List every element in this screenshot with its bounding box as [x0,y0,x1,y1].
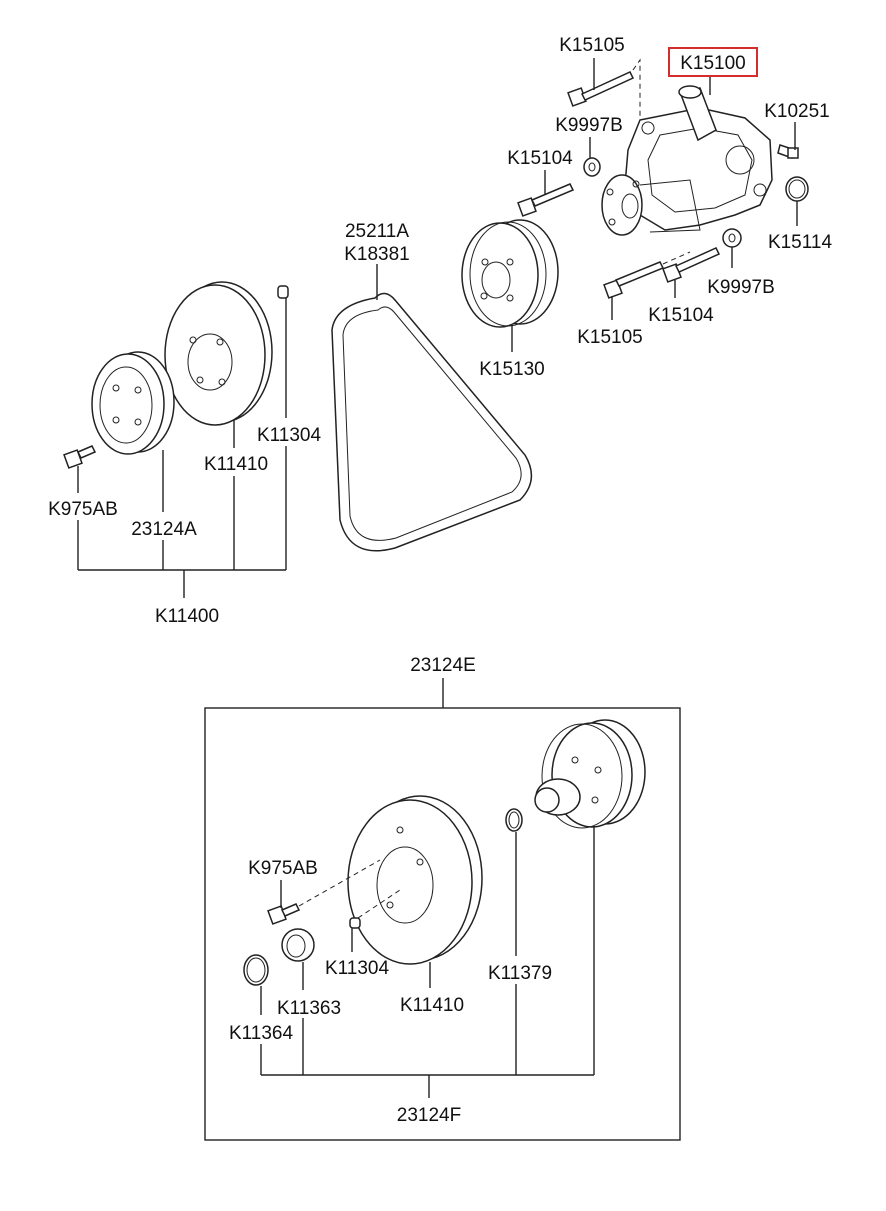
bolt-k975ab-top [63,445,97,469]
label-k11400[interactable]: K11400 [155,606,219,627]
pin-k11304-bottom [349,889,401,929]
label-k10251[interactable]: K10251 [764,101,830,122]
washer-k9997b-bot [722,228,742,248]
label-k9997b-bot[interactable]: K9997B [707,277,775,298]
label-k11304-top[interactable]: K11304 [257,425,322,446]
label-k11363[interactable]: K11363 [277,998,341,1019]
label-k15114[interactable]: K15114 [768,232,833,253]
label-k11410-bottom[interactable]: K11410 [400,995,464,1016]
label-23124e[interactable]: 23124E [410,655,476,676]
oring-k11364 [243,954,269,986]
bolt-k15105-top [567,58,641,120]
v-belt [331,292,533,552]
pulley-k15130 [461,219,559,328]
label-23124f[interactable]: 23124F [397,1105,461,1126]
label-k11364[interactable]: K11364 [229,1023,294,1044]
damper-pulley-k11410-bottom [347,795,483,965]
pin-k11304-top [277,285,289,299]
label-k15105-top[interactable]: K15105 [559,35,625,56]
bolt-k15104-bot [662,247,721,283]
label-k975ab-top[interactable]: K975AB [48,499,118,520]
bolt-k975ab-bottom [267,859,381,925]
seal-k11363 [281,928,315,962]
crank-pulley-23124a [91,351,175,455]
bolt-k10251 [777,144,799,159]
label-k9997b-top[interactable]: K9997B [555,115,623,136]
oring-k15114 [785,176,809,202]
label-k11304-bottom[interactable]: K11304 [325,958,390,979]
label-k11410-top[interactable]: K11410 [204,454,268,475]
label-k15104-bot[interactable]: K15104 [648,305,714,326]
leader-lines [77,58,798,1098]
label-k15104-top[interactable]: K15104 [507,148,573,169]
label-k15130[interactable]: K15130 [479,359,545,380]
bolt-k15105-bot [603,251,691,299]
label-25211a[interactable]: 25211A [345,221,409,242]
selected-part-highlight [668,47,758,77]
water-pump [601,85,773,236]
washer-k9997b-top [583,157,601,177]
label-23124a[interactable]: 23124A [131,519,197,540]
crank-pulley-bottom [534,719,646,829]
label-k11379[interactable]: K11379 [488,963,552,984]
part-labels: K15105 K15100 K9997B K10251 K15104 K1511… [48,35,832,1126]
bolt-k15104-top [517,183,575,217]
label-k15100[interactable]: K15100 [680,53,746,74]
label-k975ab-bottom[interactable]: K975AB [248,858,318,879]
label-k18381[interactable]: K18381 [344,244,410,265]
damper-pulley-k11410-top [164,281,273,426]
oring-k11379 [505,808,523,832]
label-k15105-bot[interactable]: K15105 [577,327,643,348]
